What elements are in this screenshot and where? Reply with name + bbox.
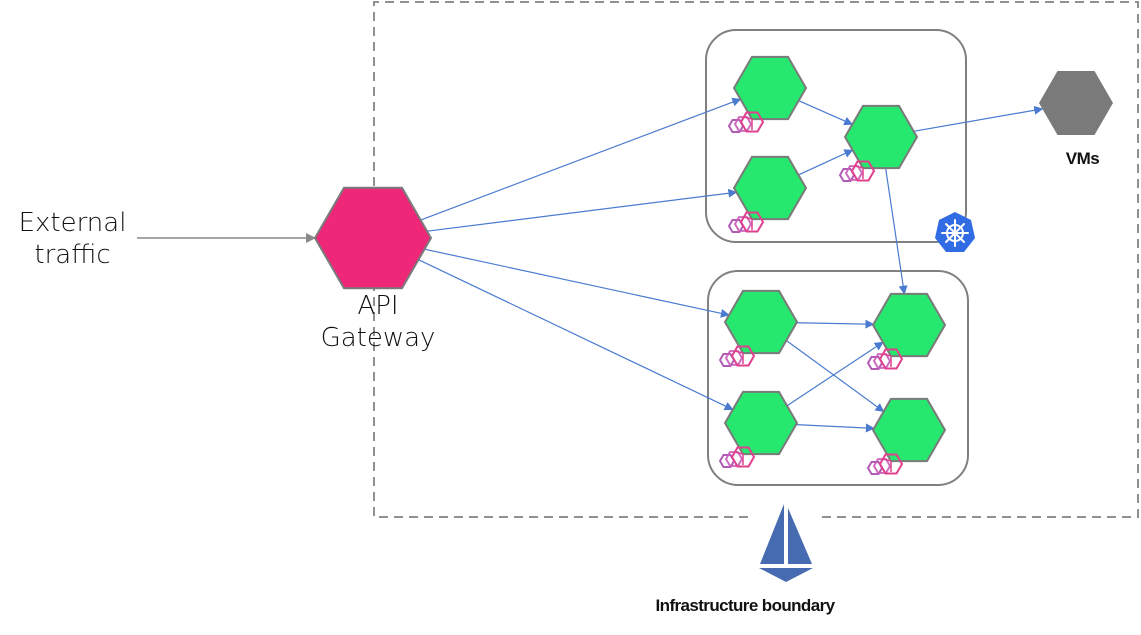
gateway-hexagon-icon (313, 186, 433, 290)
service-node-k8s-svc-c[interactable] (838, 104, 919, 183)
service-node-k8s-svc-b[interactable] (727, 155, 808, 234)
edge-gateway-to-svc-d (424, 248, 730, 318)
service-hexagon-icon (723, 390, 799, 456)
edges (137, 97, 1044, 433)
edge-k8s-svc-a-to-k8s-svc-c (798, 100, 854, 126)
edge-svc-d-to-svc-g (785, 339, 885, 413)
edge-k8s-svc-c-to-vms (913, 105, 1044, 132)
envoy-sidecar-icon (866, 348, 904, 371)
service-cluster (707, 270, 969, 486)
vms-label: VMs (1065, 149, 1100, 168)
service-hexagon-icon (732, 55, 808, 121)
envoy-sidecar-icon (718, 345, 756, 368)
infrastructure-boundary (373, 1, 1139, 518)
service-hexagon-icon (723, 289, 799, 355)
nodes (313, 55, 1113, 476)
service-node-svc-d[interactable] (718, 289, 799, 368)
istio-icon (759, 504, 813, 582)
edge-k8s-svc-c-to-svc-f (885, 168, 908, 295)
service-hexagon-icon (871, 397, 947, 463)
service-node-k8s-svc-a[interactable] (727, 55, 808, 134)
service-hexagon-icon (871, 292, 947, 358)
vm-hexagon-icon (1039, 70, 1113, 136)
edge-k8s-svc-b-to-k8s-svc-c (798, 149, 854, 176)
service-hexagon-icon (843, 104, 919, 170)
api-gateway-node[interactable] (313, 186, 433, 290)
envoy-sidecar-icon (727, 211, 765, 234)
kubernetes-cluster (705, 29, 967, 243)
edge-svc-e-to-svc-f (786, 341, 884, 407)
kubernetes-icon (935, 212, 975, 252)
edge-svc-d-to-svc-f (796, 319, 875, 329)
external-traffic-label: External traffic (18, 208, 127, 270)
api-gateway-label: API Gateway (320, 291, 436, 353)
edge-gateway-to-k8s-svc-b (426, 188, 738, 232)
envoy-sidecar-icon (838, 160, 876, 183)
service-node-svc-g[interactable] (866, 397, 947, 476)
edge-gateway-to-k8s-svc-a (420, 97, 742, 221)
envoy-sidecar-icon (727, 111, 765, 134)
envoy-sidecar-icon (718, 446, 756, 469)
service-node-svc-f[interactable] (866, 292, 947, 371)
infrastructure-boundary-label: Infrastructure boundary (655, 596, 836, 615)
envoy-sidecar-icon (866, 453, 904, 476)
edge-gateway-to-svc-e (418, 259, 734, 411)
service-hexagon-icon (732, 155, 808, 221)
vm-node[interactable] (1039, 70, 1113, 136)
service-node-svc-e[interactable] (718, 390, 799, 469)
edge-svc-e-to-svc-g (796, 423, 875, 433)
